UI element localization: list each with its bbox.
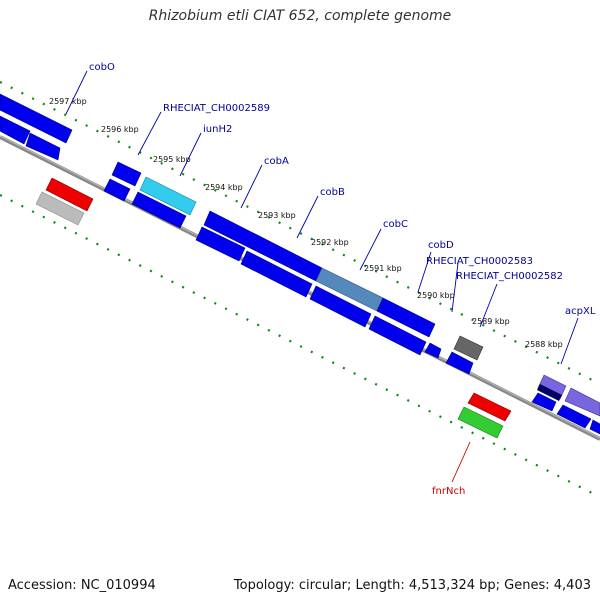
gene-label-iunH2: iunH2 — [203, 124, 232, 135]
gene-rev-13[interactable] — [589, 419, 600, 435]
topology-text: Topology: circular; Length: 4,513,324 bp… — [233, 578, 591, 593]
gene-RHECIAT_CH0002589[interactable] — [111, 161, 142, 187]
kbp-label: 2592 kbp — [311, 238, 349, 247]
kbp-label: 2595 kbp — [153, 155, 191, 164]
gene-label-cobO: cobO — [89, 62, 115, 73]
gene-label-RHECIAT_CH0002582: RHECIAT_CH0002582 — [456, 271, 563, 282]
gene-label-cobB: cobB — [320, 187, 345, 198]
gene-rev-10[interactable] — [445, 351, 474, 375]
gene-label-RHECIAT_CH0002589: RHECIAT_CH0002589 — [163, 103, 270, 114]
gene-label-cobD: cobD — [428, 240, 454, 251]
gene-track-reverse — [0, 115, 600, 435]
gene-acpXL-b[interactable] — [564, 387, 600, 417]
gene-label-fnrNch: fnrNch — [432, 486, 465, 497]
gene-rev-6[interactable] — [240, 250, 313, 298]
gene-rev-3[interactable] — [103, 178, 131, 202]
gene-labels: cobO RHECIAT_CH0002589 iunH2 cobA cobB c… — [89, 62, 596, 497]
gene-rev-12[interactable] — [556, 404, 592, 429]
gene-rev-4[interactable] — [131, 191, 187, 229]
gene-cobO[interactable] — [0, 93, 73, 144]
gene-fnrNch[interactable] — [457, 406, 504, 439]
gene-label-cobA: cobA — [264, 156, 289, 167]
gene-label-acpXL: acpXL — [565, 306, 596, 317]
gene-track-forward — [0, 93, 600, 417]
kbp-label: 2589 kbp — [472, 317, 510, 326]
gene-label-cobC: cobC — [383, 219, 408, 230]
gene-rev-1[interactable] — [0, 115, 31, 145]
kbp-labels: 2597 kbp 2596 kbp 2595 kbp 2594 kbp 2593… — [49, 97, 563, 349]
gene-rev-11[interactable] — [531, 392, 557, 412]
kbp-label: 2594 kbp — [205, 183, 243, 192]
map-title: Rhizobium etli CIAT 652, complete genome — [148, 8, 452, 24]
label-leaders — [65, 70, 579, 483]
gene-red-left[interactable] — [45, 177, 94, 212]
kbp-label: 2597 kbp — [49, 97, 87, 106]
gene-label-RHECIAT_CH0002583: RHECIAT_CH0002583 — [426, 256, 533, 267]
accession-text: Accession: NC_010994 — [8, 578, 156, 593]
gene-gray-left[interactable] — [35, 191, 85, 226]
kbp-label: 2588 kbp — [525, 340, 563, 349]
gene-track-inner — [35, 177, 512, 439]
gene-acpXL-dark[interactable] — [537, 384, 562, 401]
gene-rev-7[interactable] — [309, 285, 372, 328]
kbp-label: 2593 kbp — [258, 211, 296, 220]
gene-red-right[interactable] — [467, 392, 512, 422]
kbp-label: 2596 kbp — [101, 125, 139, 134]
kbp-label: 2591 kbp — [364, 264, 402, 273]
gene-RHECIAT_CH0002583[interactable] — [453, 335, 484, 361]
gene-iunH2[interactable] — [139, 176, 197, 216]
gene-rev-5[interactable] — [195, 226, 246, 262]
gene-rev-9[interactable] — [424, 342, 442, 359]
gene-cobC-fwd[interactable] — [376, 297, 436, 338]
gene-rev-8[interactable] — [368, 315, 427, 356]
kbp-label: 2590 kbp — [417, 291, 455, 300]
gene-rev-2[interactable] — [25, 132, 61, 161]
